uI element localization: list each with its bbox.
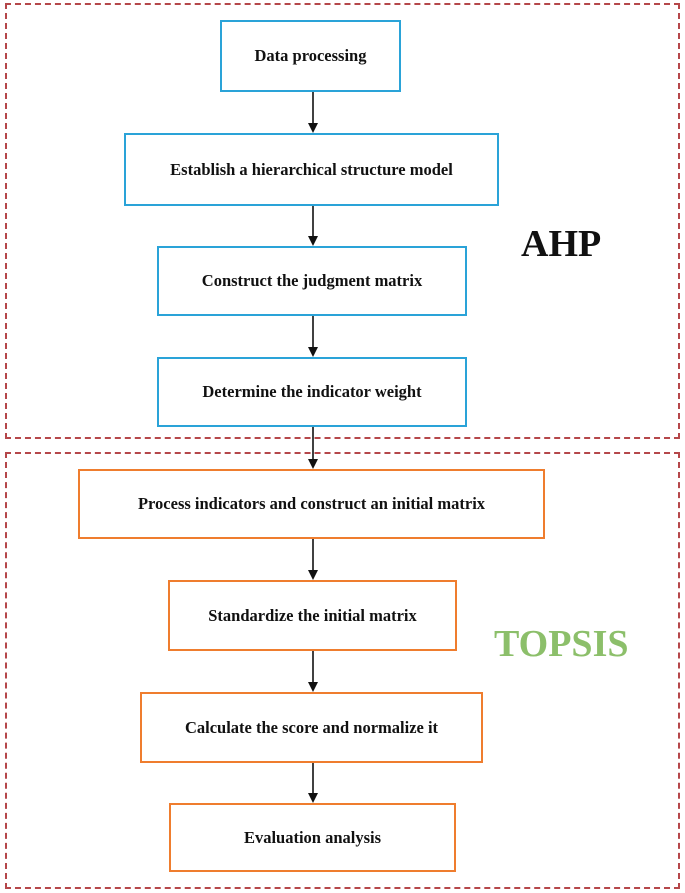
topsis-group-frame: [5, 452, 680, 889]
step-data-processing: Data processing: [220, 20, 401, 92]
ahp-label: AHP: [521, 223, 602, 265]
step-evaluation-analysis: Evaluation analysis: [169, 803, 456, 872]
step-construct-judgment-matrix: Construct the judgment matrix: [157, 246, 467, 316]
step-standardize-initial-matrix: Standardize the initial matrix: [168, 580, 457, 651]
step-calculate-score: Calculate the score and normalize it: [140, 692, 483, 763]
ahp-group-frame: [5, 3, 680, 439]
step-establish-hierarchical-model: Establish a hierarchical structure model: [124, 133, 499, 206]
topsis-label: TOPSIS: [494, 623, 629, 665]
step-determine-indicator-weight: Determine the indicator weight: [157, 357, 467, 427]
step-process-indicators: Process indicators and construct an init…: [78, 469, 545, 539]
